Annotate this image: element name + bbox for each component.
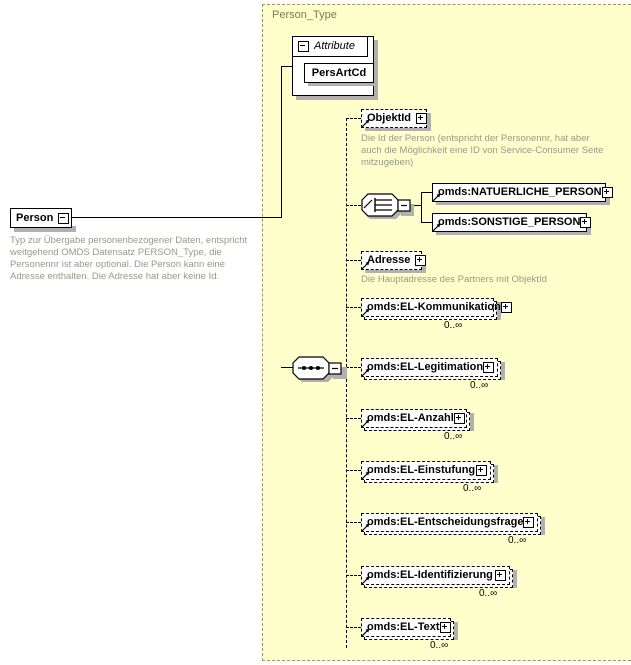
el-anzahl-occurs: 0..∞ [444,431,463,442]
person-annotation: Typ zur Übergabe personenbezogener Daten… [10,235,248,282]
connector-spine-to-attribute-v [281,66,282,218]
element-el-legitimation[interactable]: omds:EL-Legitimation [361,358,498,377]
el-entscheidungsfrage-expand-icon[interactable] [523,517,535,528]
element-el-kommunikation-label: omds:EL-Kommunikation [367,301,501,313]
sequence-children-spine [346,118,347,648]
person-box-shadow [14,226,76,232]
element-sonstige-person-label: omds:SONSTIGE_PERSON [438,216,581,228]
connector-el-legitimation [346,367,361,368]
el-einstufung-expand-icon[interactable] [476,465,487,476]
el-legitimation-expand-icon[interactable] [483,362,495,373]
adresse-expand-icon[interactable] [415,255,427,266]
sonstige-person-expand-icon[interactable] [580,217,592,228]
connector-natuerliche-person [421,192,432,193]
connector-person-to-type [72,217,281,218]
element-el-einstufung-label: omds:EL-Einstufung [367,464,476,476]
attribute-group-label: Attribute [314,40,355,52]
element-person-label: Person [16,211,54,224]
el-identifizierung-occurs: 0..∞ [479,588,498,599]
choice-compositor[interactable] [358,191,420,220]
element-natuerliche-person-label: omds:NATUERLICHE_PERSON [438,186,602,198]
el-entscheidungsfrage-occurs: 0..∞ [508,535,527,546]
element-el-kommunikation[interactable]: omds:EL-Kommunikation [361,298,512,317]
connector-choice-out [410,205,422,206]
el-kommunikation-expand-icon[interactable] [500,302,512,313]
el-einstufung-occurs: 0..∞ [463,483,482,494]
connector-el-entscheidungsfrage [346,522,361,523]
el-text-expand-icon[interactable] [439,622,451,633]
element-el-text-label: omds:EL-Text [367,621,440,633]
connector-spine-to-attribute-h [281,66,293,67]
element-el-identifizierung[interactable]: omds:EL-Identifizierung [361,566,510,585]
connector-sonstige-person [421,222,432,223]
connector-el-kommunikation [346,307,361,308]
objektid-annotation: Die Id der Person (entspricht der Person… [361,133,604,168]
element-natuerliche-person[interactable]: omds:NATUERLICHE_PERSON [432,183,613,202]
element-el-legitimation-label: omds:EL-Legitimation [367,361,484,373]
el-identifizierung-expand-icon[interactable] [495,570,506,581]
el-text-occurs: 0..∞ [430,640,449,651]
el-anzahl-expand-icon[interactable] [453,413,465,424]
connector-el-text [346,627,361,628]
element-el-text[interactable]: omds:EL-Text [361,618,451,637]
person-collapse-icon[interactable] [58,212,70,224]
el-legitimation-occurs: 0..∞ [470,380,489,391]
el-kommunikation-occurs: 0..∞ [444,320,463,331]
connector-el-identifizierung [346,575,361,576]
element-el-anzahl-label: omds:EL-Anzahl [367,412,454,424]
complex-type-container [262,4,631,661]
element-objektid[interactable]: ObjektId [361,109,428,128]
element-el-einstufung[interactable]: omds:EL-Einstufung [361,461,491,480]
connector-spine-to-sequence [281,367,293,368]
element-objektid-label: ObjektId [367,112,412,124]
element-el-entscheidungsfrage-label: omds:EL-Entscheidungsfrage [367,516,524,528]
element-adresse[interactable]: Adresse [361,251,427,270]
adresse-annotation: Die Hauptadresse des Partners mit Objekt… [361,274,547,285]
attribute-group-header[interactable]: Attribute [292,36,368,57]
natuerliche-person-expand-icon[interactable] [601,187,613,198]
element-sonstige-person[interactable]: omds:SONSTIGE_PERSON [432,213,592,232]
connector-choice-branch-v [421,192,422,223]
connector-el-einstufung [346,470,361,471]
attribute-persartcd-label: PersArtCd [311,66,367,79]
complex-type-title: Person_Type [272,9,337,21]
connector-adresse [346,260,361,261]
objektid-expand-icon[interactable] [416,113,428,124]
element-adresse-label: Adresse [367,254,411,266]
connector-objektid [346,118,361,119]
element-el-identifizierung-label: omds:EL-Identifizierung [367,569,493,581]
attribute-collapse-icon[interactable] [298,41,309,52]
attribute-persartcd[interactable]: PersArtCd [304,63,374,83]
connector-choice [346,205,361,206]
element-el-entscheidungsfrage[interactable]: omds:EL-Entscheidungsfrage [361,513,538,532]
element-el-anzahl[interactable]: omds:EL-Anzahl [361,409,467,428]
connector-el-anzahl [346,418,361,419]
sequence-compositor[interactable] [281,354,347,383]
element-person[interactable]: Person [10,208,72,228]
